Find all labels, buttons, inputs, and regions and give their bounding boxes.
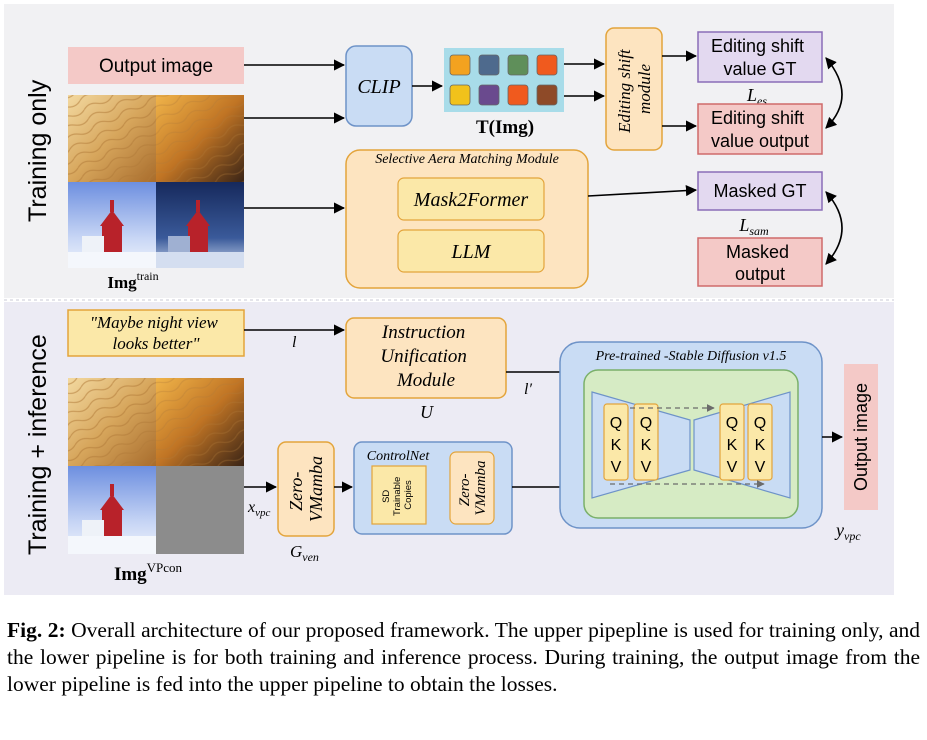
qkv-letter: K xyxy=(641,437,652,454)
loss-sam-link xyxy=(825,191,843,265)
architecture-diagram: Training only Training + inference Outpu… xyxy=(4,4,894,595)
editing-shift-module xyxy=(605,27,663,151)
llm-box xyxy=(397,229,545,273)
upper-output-image-box xyxy=(68,47,244,84)
img-vpcon-label: ImgVPcon xyxy=(114,560,183,585)
qkv-block xyxy=(719,403,745,481)
qkv-letter: Q xyxy=(726,415,738,432)
qkv-letter: K xyxy=(727,437,738,454)
color-swatch xyxy=(536,54,558,76)
mask2former-label: Mask2Former xyxy=(413,189,529,211)
qkv-letter: K xyxy=(611,437,622,454)
l-label: l xyxy=(292,334,297,351)
masked-output-label: Masked output xyxy=(726,242,794,284)
upper-output-image-label: Output image xyxy=(99,56,213,77)
loss-es: Les xyxy=(746,85,767,108)
masked-gt-box xyxy=(697,171,823,211)
t-img-label: T(Img) xyxy=(476,117,534,138)
color-swatch xyxy=(449,84,471,106)
qkv-letter: K xyxy=(755,437,766,454)
sd-copies-box xyxy=(371,465,427,525)
y-vpc-label: yvpc xyxy=(834,520,861,543)
figure-caption: Fig. 2: Overall architecture of our prop… xyxy=(7,617,920,698)
qkv-letter: V xyxy=(641,459,652,476)
color-swatch xyxy=(507,84,529,106)
t-img-swatches xyxy=(449,54,558,106)
u-label: U xyxy=(420,402,434,422)
qkv-letter: V xyxy=(755,459,766,476)
qkv-block xyxy=(603,403,629,481)
controlnet-label: ControlNet xyxy=(367,449,431,464)
color-swatch xyxy=(536,84,558,106)
img-train-label: Imgtrain xyxy=(107,269,158,292)
lower-output-image-box xyxy=(844,364,878,510)
zero-vmamba-box xyxy=(277,441,335,537)
qkv-block xyxy=(747,403,773,481)
loss-sam: Lsam xyxy=(738,215,769,238)
clip-label: CLIP xyxy=(357,76,400,98)
unification-label: Instruction Unification Module xyxy=(380,322,471,391)
color-swatch xyxy=(507,54,529,76)
stable-diffusion-title: Pre-trained -Stable Diffusion v1.5 xyxy=(595,349,787,364)
caption-text: Overall architecture of our proposed fra… xyxy=(7,618,920,696)
qkv-letter: Q xyxy=(640,415,652,432)
editing-shift-gt-label: Editing shift value GT xyxy=(711,36,809,79)
lower-section-label: Training + inference xyxy=(24,334,52,555)
qkv-letter: Q xyxy=(754,415,766,432)
zero-vmamba2-label: Zero- VMamba xyxy=(457,461,489,516)
editing-shift-output-label: Editing shift value output xyxy=(711,108,809,151)
qkv-block xyxy=(633,403,659,481)
l-prime-label: l′ xyxy=(524,381,532,398)
llm-label: LLM xyxy=(451,241,492,263)
instruction-box xyxy=(67,309,245,357)
qkv-letter: V xyxy=(727,459,738,476)
sd-copies-label: SD Trainable Copies xyxy=(381,474,414,516)
loss-es-link xyxy=(825,57,843,129)
zero-vmamba2-box xyxy=(449,451,495,525)
masked-output-box xyxy=(697,237,823,287)
x-vpc-label: xvpc xyxy=(247,499,270,519)
color-swatch xyxy=(449,54,471,76)
instruction-text: "Maybe night view looks better" xyxy=(90,313,222,353)
editing-shift-module-label: Editing shift module xyxy=(615,45,654,134)
color-swatch xyxy=(478,54,500,76)
unification-module xyxy=(345,317,507,399)
editing-shift-gt-box xyxy=(697,31,823,83)
mask2former-box xyxy=(397,177,545,221)
g-ven-label: Gven xyxy=(290,542,319,564)
qkv-letter: V xyxy=(611,459,622,476)
zero-vmamba-label: Zero- VMamba xyxy=(286,456,326,522)
masked-gt-label: Masked GT xyxy=(713,181,806,201)
upper-section-label: Training only xyxy=(24,79,52,222)
img-vpcon-grid xyxy=(68,378,244,554)
color-swatch xyxy=(478,84,500,106)
editing-shift-output-box xyxy=(697,103,823,155)
qkv-letter: Q xyxy=(610,415,622,432)
lower-output-image-label: Output image xyxy=(851,383,871,491)
img-train-grid xyxy=(68,95,244,268)
sam-title: Selective Aera Matching Module xyxy=(375,152,559,167)
caption-label: Fig. 2: xyxy=(7,618,66,642)
